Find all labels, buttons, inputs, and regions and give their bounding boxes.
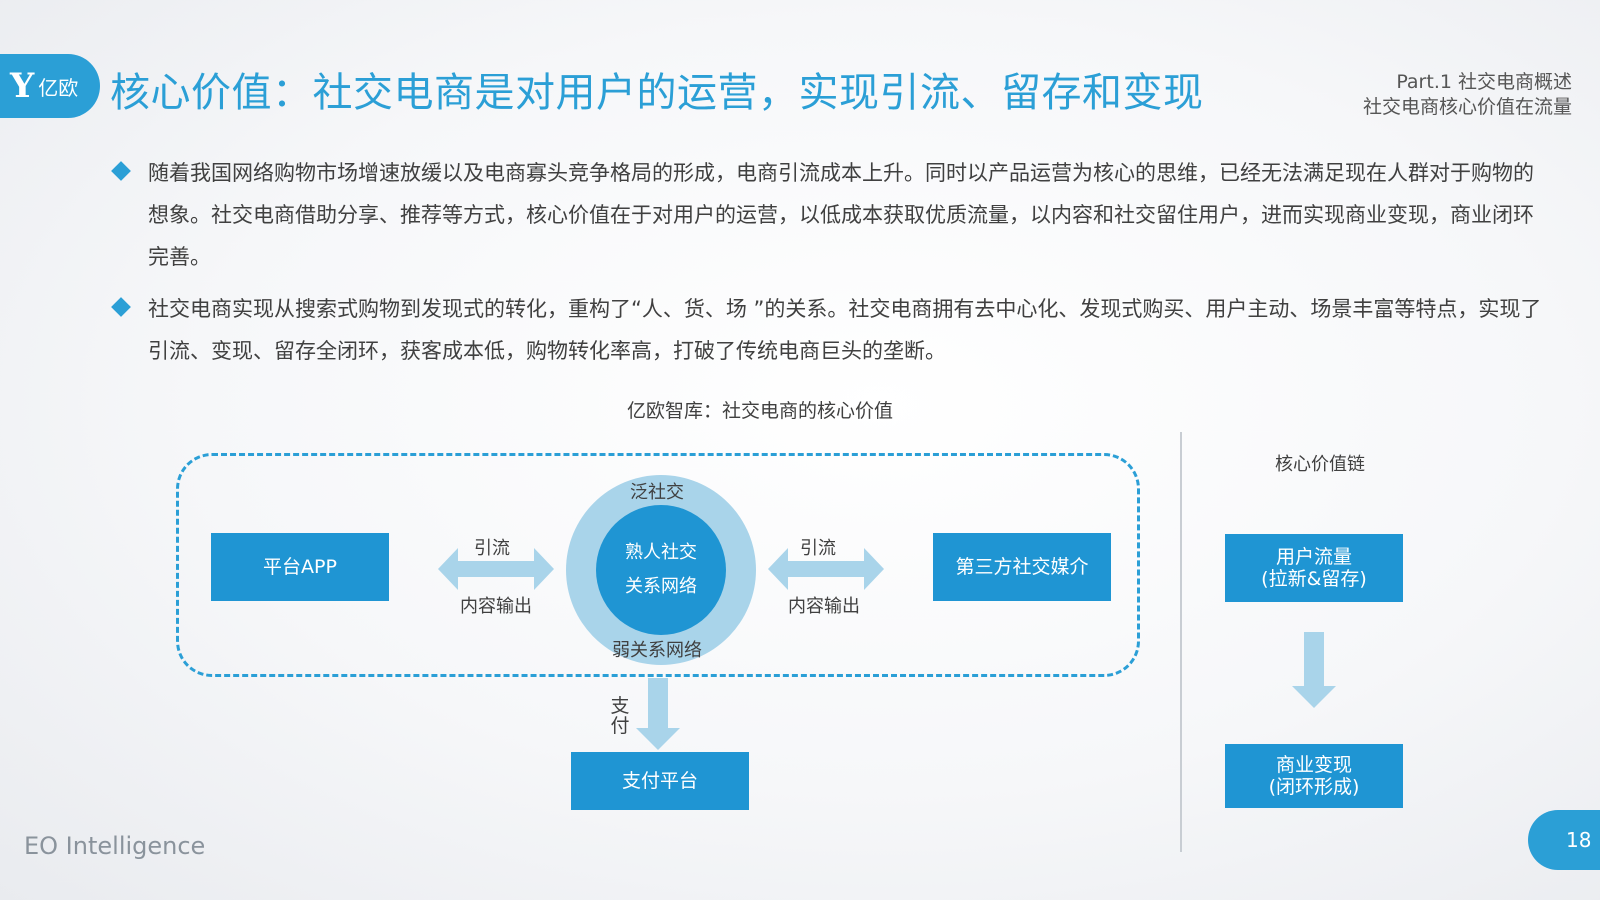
bullet-text: 随着我国网络购物市场增速放缓以及电商寡头竞争格局的形成，电商引流成本上升。同时以… [148,161,1534,269]
right-double-arrow-icon [768,548,884,590]
outer-circle-top-label: 泛社交 [630,482,684,503]
logo-mark-icon: Y [10,66,35,106]
section-label: Part.1 社交电商概述 社交电商核心价值在流量 [1363,70,1572,120]
left-arrow-top-label: 引流 [474,538,510,559]
logo-text: 亿欧 [38,75,79,100]
inner-circle-line2: 关系网络 [625,576,697,597]
bullet-item: 随着我国网络购物市场增速放缓以及电商寡头竞争格局的形成，电商引流成本上升。同时以… [110,152,1550,278]
page-number: 18 [1566,828,1592,852]
right-arrow-top-label: 引流 [800,538,836,559]
platform-app-box: 平台APP [211,533,389,601]
page-number-badge: 18 [1528,810,1600,870]
third-party-box: 第三方社交媒介 [933,533,1111,601]
page-title: 核心价值：社交电商是对用户的运营，实现引流、留存和变现 [110,70,1204,116]
footer-brand: EO Intelligence [24,832,206,860]
bullet-text: 社交电商实现从搜索式购物到发现式的转化，重构了“人、货、场 ”的关系。社交电商拥… [148,297,1542,363]
ecosystem-boundary [176,453,1140,677]
diamond-bullet-icon [111,161,131,181]
user-traffic-box: 用户流量 (拉新&留存) [1225,534,1403,602]
diagram-title: 亿欧智库：社交电商的核心价值 [626,400,893,422]
platform-app-label: 平台APP [263,556,337,578]
value-chain-down-arrow-icon [1292,632,1336,708]
left-arrow-bottom-label: 内容输出 [460,596,532,617]
outer-circle-bottom-label: 弱关系网络 [612,640,702,661]
logo: Y 亿欧 [0,54,100,118]
payment-platform-box: 支付平台 [571,752,749,810]
monetization-line2: (闭环形成) [1268,776,1360,798]
diamond-bullet-icon [111,297,131,317]
section-subtitle: 社交电商核心价值在流量 [1362,96,1572,118]
inner-circle-line1: 熟人社交 [625,542,697,563]
bullet-item: 社交电商实现从搜索式购物到发现式的转化，重构了“人、货、场 ”的关系。社交电商拥… [110,288,1550,372]
user-traffic-line1: 用户流量 [1275,546,1352,568]
left-double-arrow-icon [438,548,554,590]
divider [1180,432,1182,852]
monetization-line1: 商业变现 [1275,754,1352,776]
bullet-list: 随着我国网络购物市场增速放缓以及电商寡头竞争格局的形成，电商引流成本上升。同时以… [110,152,1550,382]
value-chain-title: 核心价值链 [1275,454,1365,475]
payment-platform-label: 支付平台 [621,770,698,792]
right-arrow-bottom-label: 内容输出 [788,596,860,617]
down-arrow-icon [636,678,680,750]
third-party-label: 第三方社交媒介 [955,556,1089,578]
strong-tie-circle: 熟人社交 关系网络 [596,505,726,635]
monetization-box: 商业变现 (闭环形成) [1225,744,1403,808]
user-traffic-line2: (拉新&留存) [1261,568,1367,590]
pay-label: 支付 [610,695,630,737]
section-part: Part.1 社交电商概述 [1396,71,1572,93]
